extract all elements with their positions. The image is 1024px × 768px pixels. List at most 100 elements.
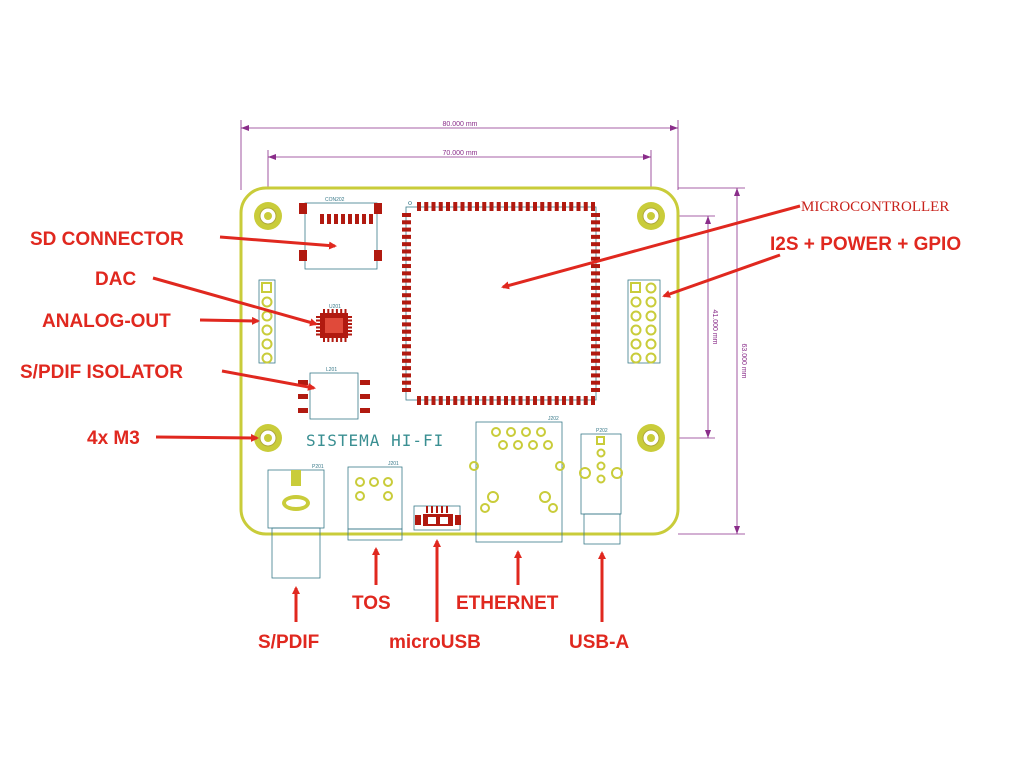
- mcu-pad: [402, 300, 411, 305]
- dac-pad: [327, 309, 330, 313]
- dimension-label: 63.000 mm: [740, 343, 747, 378]
- mcu-pad: [453, 396, 458, 405]
- mcu-pad: [489, 202, 494, 211]
- sd-pad: [334, 214, 338, 224]
- mcu-pad: [402, 242, 411, 247]
- label-ethernet: ETHERNET: [456, 593, 559, 614]
- mcu-pad: [591, 213, 600, 217]
- mcu-pad: [467, 396, 472, 405]
- mcu-pad: [591, 351, 600, 356]
- dac-pad: [344, 338, 347, 342]
- mcu-pad: [591, 256, 600, 261]
- mcu-pad: [402, 315, 411, 320]
- mcu-pad: [402, 271, 411, 276]
- dac-pad: [348, 323, 352, 325]
- mcu-pad: [554, 396, 559, 405]
- mcu-pad: [525, 202, 530, 211]
- label-spdif-isolator: S/PDIF ISOLATOR: [20, 362, 183, 383]
- microcontroller-footprint: [402, 201, 600, 405]
- mcu-pad: [591, 329, 600, 334]
- mcu-pad: [591, 380, 600, 385]
- mcu-pad: [402, 278, 411, 283]
- mcu-pad: [591, 344, 600, 349]
- mcu-pad: [591, 249, 600, 254]
- mcu-pad: [591, 202, 595, 211]
- mcu-pad: [583, 202, 588, 211]
- dimension-height-63: 63.000 mm: [678, 187, 747, 535]
- label-microcontroller: MICROCONTROLLER: [801, 199, 949, 215]
- mcu-pad: [402, 307, 411, 312]
- dimension-label: 41.000 mm: [711, 309, 718, 344]
- mcu-pad: [591, 388, 600, 392]
- mcu-pad: [591, 234, 600, 239]
- mcu-pad: [402, 388, 411, 392]
- mcu-pad: [547, 396, 552, 405]
- mcu-pad: [402, 285, 411, 290]
- mcu-pad: [591, 278, 600, 283]
- mcu-pad: [562, 202, 566, 211]
- mcu-pad: [460, 396, 465, 405]
- mcu-pad: [460, 202, 465, 211]
- sd-connector-footprint: CON202: [299, 197, 382, 270]
- mcu-pad: [402, 293, 411, 298]
- label-i2s-power-gpio: I2S + POWER + GPIO: [770, 234, 961, 255]
- mcu-pad: [467, 202, 472, 211]
- dac-pad: [335, 309, 338, 313]
- mcu-pad: [591, 271, 600, 276]
- mcu-pad: [446, 202, 450, 211]
- board-silkscreen-title: SISTEMA HI-FI: [306, 431, 444, 450]
- mcu-pad: [591, 264, 600, 269]
- spdif-coax-footprint: P201: [267, 464, 325, 579]
- mcu-pad: [591, 227, 600, 232]
- mcu-pad: [496, 396, 501, 405]
- sd-pad: [320, 214, 324, 224]
- dac-pad: [348, 326, 352, 329]
- mounting-hole-top-right: [637, 202, 665, 230]
- dac-pad: [316, 330, 320, 332]
- dac-pad: [348, 333, 352, 336]
- tos-footprint: J201: [347, 461, 403, 541]
- dimension-label: 70.000 mm: [442, 150, 477, 157]
- mcu-pad: [591, 307, 600, 312]
- mcu-pad: [533, 396, 537, 405]
- dac-pad: [340, 338, 343, 342]
- dac-pad: [331, 338, 334, 342]
- mcu-pad: [591, 373, 600, 378]
- label-microusb: microUSB: [389, 632, 481, 653]
- isolator-ref: L201: [326, 367, 337, 373]
- mcu-pad: [540, 396, 545, 405]
- mcu-pad: [417, 396, 421, 405]
- arrow-microcontroller: [501, 204, 801, 290]
- dac-pad: [323, 309, 325, 313]
- mcu-pad: [576, 396, 581, 405]
- mcu-pad: [591, 358, 600, 363]
- mcu-pad: [417, 202, 421, 211]
- mcu-pad: [453, 202, 458, 211]
- mcu-pad: [518, 202, 523, 211]
- dac-pad: [316, 333, 320, 336]
- mcu-pad: [591, 285, 600, 290]
- label-tos: TOS: [352, 593, 391, 614]
- spdif-isolator-footprint: L201: [298, 367, 370, 420]
- mcu-pad: [547, 202, 552, 211]
- mcu-pad: [576, 202, 581, 211]
- mcu-pad: [475, 202, 479, 211]
- tos-ref: J201: [388, 461, 399, 467]
- ethernet-ref: J202: [548, 416, 559, 422]
- mcu-pad: [402, 249, 411, 254]
- sd-pad: [355, 214, 359, 224]
- mcu-pad: [402, 373, 411, 378]
- microusb-footprint: [413, 505, 461, 531]
- mounting-hole-top-left: [254, 202, 282, 230]
- dac-pad: [331, 309, 334, 313]
- mounting-hole-bottom-right: [637, 424, 665, 452]
- mcu-pad: [554, 202, 559, 211]
- mcu-pad: [402, 213, 411, 217]
- mcu-pad: [511, 202, 516, 211]
- mcu-pad: [402, 256, 411, 261]
- dac-pad: [348, 319, 352, 322]
- label-analog-out: ANALOG-OUT: [42, 311, 171, 332]
- mcu-pad: [591, 293, 600, 298]
- dac-pad: [316, 319, 320, 322]
- label-usba: USB-A: [569, 632, 629, 653]
